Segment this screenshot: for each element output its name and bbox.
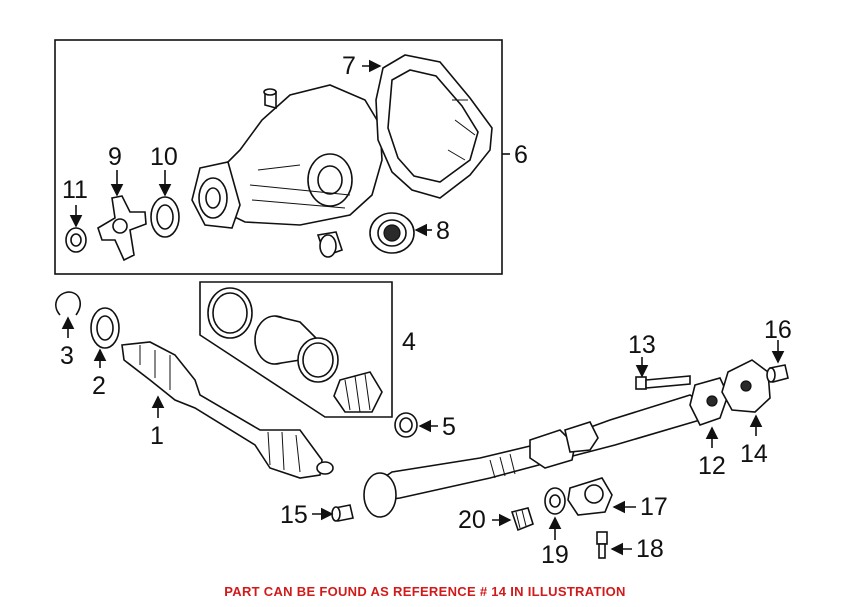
boot-kit-parts [207, 287, 383, 413]
callout-18: 18 [636, 535, 664, 563]
differential-group-box [54, 39, 503, 275]
sleeve-15 [331, 504, 354, 522]
seal-2 [90, 307, 120, 349]
callout-12: 12 [698, 452, 726, 480]
callout-4: 4 [402, 328, 416, 356]
bearing-19 [544, 487, 566, 515]
callout-14: 14 [740, 440, 768, 468]
axle-nut-5 [394, 412, 418, 438]
callout-5: 5 [442, 413, 456, 441]
axle-shaft-1 [121, 341, 334, 479]
callout-6: 6 [514, 141, 528, 169]
bolt-18 [596, 531, 608, 559]
bolt-13 [635, 375, 691, 390]
callout-3: 3 [60, 342, 74, 370]
flex-disc-12 [689, 377, 729, 426]
flange-9 [97, 195, 147, 262]
nut-11 [65, 227, 87, 253]
differential-cover [375, 54, 493, 199]
boot-kit-group-box [199, 281, 393, 418]
snap-ring-3 [55, 291, 81, 316]
footer-note: PART CAN BE FOUND AS REFERENCE # 14 IN I… [224, 584, 626, 599]
callout-20: 20 [458, 506, 486, 534]
flex-disc-14 [721, 359, 771, 413]
callout-7: 7 [342, 52, 356, 80]
seal-8 [369, 212, 415, 254]
sleeve-16 [766, 364, 789, 383]
callout-17: 17 [640, 493, 668, 521]
callout-15: 15 [280, 501, 308, 529]
callout-2: 2 [92, 372, 106, 400]
callout-13: 13 [628, 331, 656, 359]
callout-10: 10 [150, 143, 178, 171]
damper-20 [510, 507, 534, 532]
center-support-17 [567, 477, 613, 516]
callout-11: 11 [62, 176, 88, 204]
callout-1: 1 [150, 422, 164, 450]
leader-lines [61, 59, 785, 556]
driveshaft [363, 394, 706, 518]
callout-16: 16 [764, 316, 792, 344]
seal-10 [150, 196, 180, 238]
differential-housing [191, 84, 383, 258]
callout-8: 8 [436, 217, 450, 245]
callout-9: 9 [108, 143, 122, 171]
callout-19: 19 [541, 541, 569, 569]
